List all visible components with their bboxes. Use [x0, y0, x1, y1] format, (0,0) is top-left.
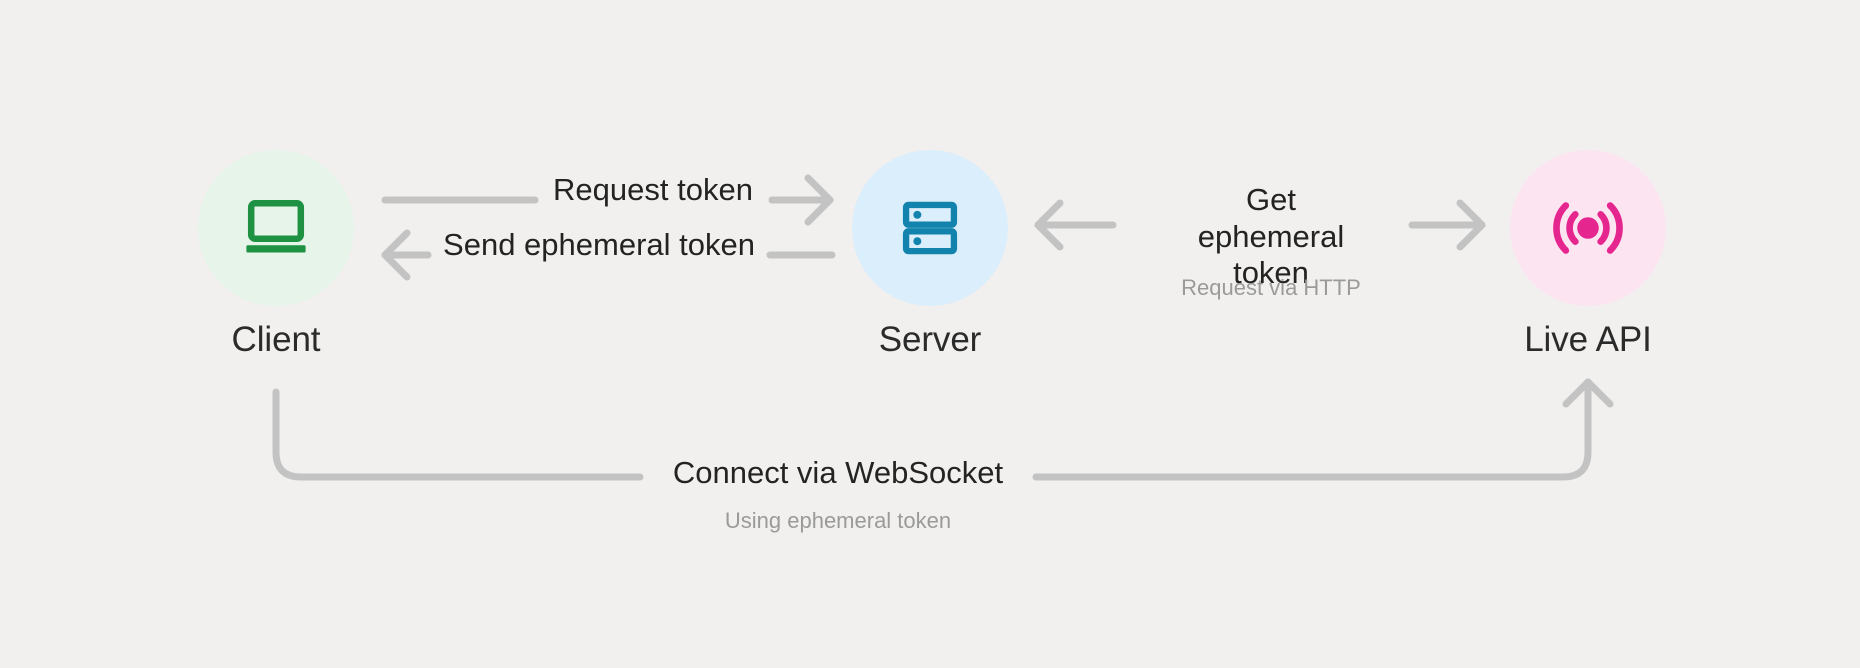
node-server[interactable]: Server	[852, 150, 1008, 360]
websocket-arrowhead-up	[1562, 378, 1614, 408]
websocket-path-right	[1032, 378, 1592, 481]
get-ephemeral-arrowhead-right	[1456, 199, 1486, 251]
client-icon-circle	[198, 150, 354, 306]
flow-label-send-ephemeral-token: Send ephemeral token	[443, 227, 755, 262]
flow-label-get-ephemeral-token: Get ephemeral token	[1168, 182, 1374, 292]
node-live-api[interactable]: Live API	[1510, 150, 1666, 360]
node-server-label: Server	[878, 320, 982, 359]
flow-sublabel-using-ephemeral-token: Using ephemeral token	[724, 508, 952, 533]
server-icon-circle	[852, 150, 1008, 306]
node-client[interactable]: Client	[198, 150, 354, 360]
get-ephemeral-arrowhead-left	[1034, 199, 1064, 251]
websocket-path-left	[272, 388, 644, 481]
request-token-arrowhead-right	[804, 174, 834, 226]
flow-sublabel-request-via-http: Request via HTTP	[1181, 275, 1361, 300]
flow-label-connect-websocket: Connect via WebSocket	[672, 455, 1004, 490]
laptop-icon	[246, 199, 306, 253]
get-ephemeral-line2: ephemeral token	[1197, 218, 1345, 291]
get-ephemeral-line1: Get	[1246, 182, 1296, 217]
node-live-api-label: Live API	[1524, 320, 1652, 359]
connector-get-ephemeral-right	[1408, 199, 1486, 251]
connector-get-ephemeral-left	[1034, 199, 1117, 251]
flow-label-request-token: Request token	[553, 172, 753, 207]
live-api-icon-circle	[1510, 150, 1666, 306]
node-client-label: Client	[231, 320, 321, 359]
broadcast-icon	[1553, 202, 1623, 254]
send-ephemeral-arrowhead-left	[381, 229, 411, 281]
server-rack-icon	[902, 201, 958, 255]
